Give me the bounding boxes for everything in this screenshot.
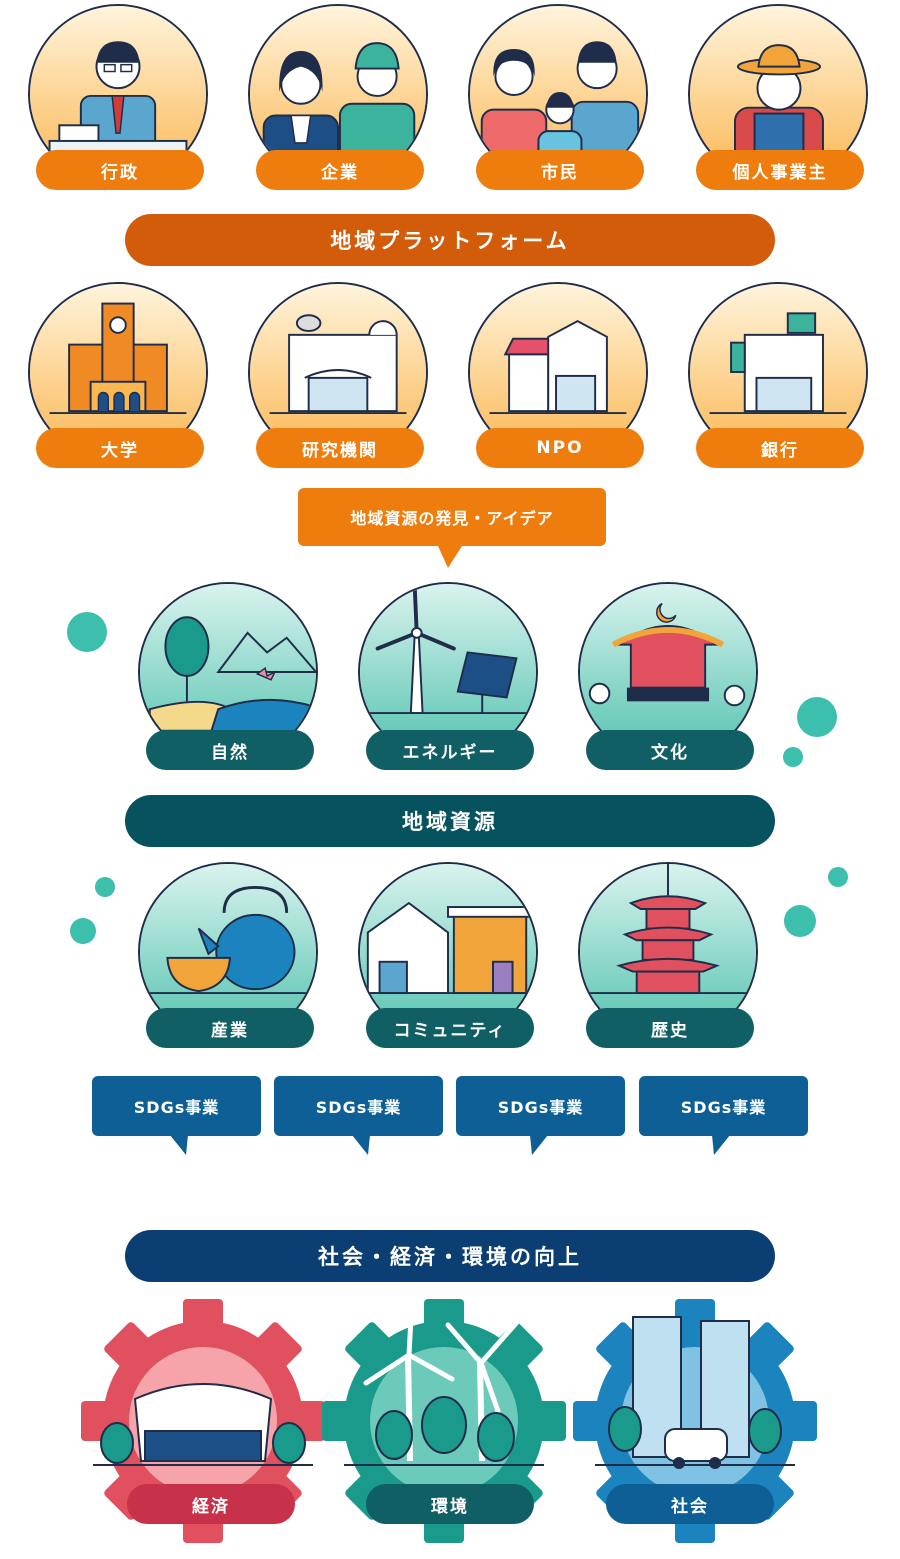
resource-label-nature: 自然 — [146, 730, 314, 770]
society-city-car-gear-icon — [573, 1299, 817, 1543]
sdgs-bubble-tail — [530, 1135, 548, 1155]
decor-dot — [70, 918, 96, 944]
resource-label-history: 歴史 — [586, 1008, 754, 1048]
resource-label-industry: 産業 — [146, 1008, 314, 1048]
institution-label-university: 大学 — [36, 428, 204, 468]
outcome-label-environment: 環境 — [366, 1484, 534, 1524]
sdgs-bubble: SDGs事業 — [639, 1076, 808, 1136]
improvement-band: 社会・経済・環境の向上 — [125, 1230, 775, 1282]
sdgs-bubble: SDGs事業 — [456, 1076, 625, 1136]
resource-label-community: コミュニティ — [366, 1008, 534, 1048]
decor-dot — [797, 697, 837, 737]
sdgs-bubble-tail — [712, 1135, 730, 1155]
institution-label-bank: 銀行 — [696, 428, 864, 468]
sdgs-bubble: SDGs事業 — [92, 1076, 261, 1136]
discovery-bubble-tail — [438, 546, 462, 568]
institution-label-npo: NPO — [476, 428, 644, 468]
sdgs-bubble-tail — [352, 1135, 370, 1155]
outcome-label-economy: 経済 — [127, 1484, 295, 1524]
decor-dot — [95, 877, 115, 897]
platform-band: 地域プラットフォーム — [125, 214, 775, 266]
resource-label-energy: エネルギー — [366, 730, 534, 770]
actor-label-company: 企業 — [256, 150, 424, 190]
resources-band: 地域資源 — [125, 795, 775, 847]
environment-windmill-gear-icon — [322, 1296, 566, 1543]
decor-dot — [783, 747, 803, 767]
actor-label-citizen: 市民 — [476, 150, 644, 190]
sdgs-bubble: SDGs事業 — [274, 1076, 443, 1136]
resource-label-culture: 文化 — [586, 730, 754, 770]
actor-label-government: 行政 — [36, 150, 204, 190]
decor-dot — [828, 867, 848, 887]
sdgs-bubble-tail — [170, 1135, 188, 1155]
outcome-label-society: 社会 — [606, 1484, 774, 1524]
institution-label-research: 研究機関 — [256, 428, 424, 468]
discovery-bubble: 地域資源の発見・アイデア — [298, 488, 606, 546]
actor-label-sole-proprietor: 個人事業主 — [696, 150, 864, 190]
decor-dot — [784, 905, 816, 937]
decor-dot — [67, 612, 107, 652]
